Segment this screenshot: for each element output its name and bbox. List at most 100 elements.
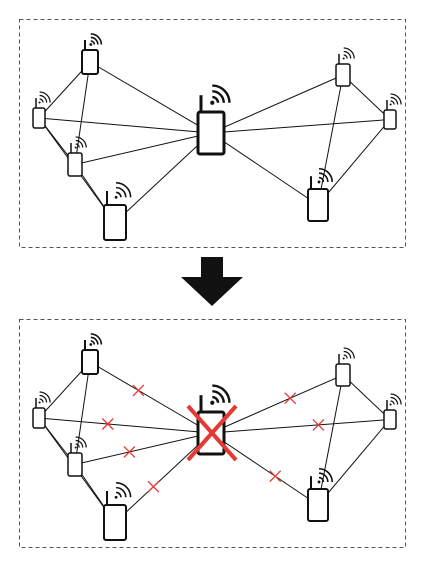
wifi-arc [116, 481, 132, 498]
wifi-arc [90, 33, 103, 45]
wifi-dot [38, 101, 41, 104]
wifi-arc [390, 396, 399, 405]
wifi-arc [90, 40, 96, 45]
wifi-arc [75, 439, 84, 448]
wifi-arc [318, 472, 329, 483]
failure-cross-stroke [186, 404, 238, 462]
link-d7-d8 [317, 419, 391, 506]
device-body [383, 109, 397, 130]
device-body [81, 49, 99, 75]
device-body [307, 488, 329, 522]
failure-cross-icon [186, 404, 238, 462]
wifi-arc [115, 191, 122, 198]
device-body [335, 363, 351, 387]
wifi-dot [89, 343, 93, 346]
link-d6-d8 [317, 374, 344, 506]
arrow-shaft [201, 257, 223, 277]
wifi-signal-icon [389, 393, 402, 406]
wifi-arc [212, 84, 231, 103]
wifi-signal-icon [317, 467, 333, 484]
link-d1-d3 [74, 361, 91, 465]
device-icon [67, 136, 87, 177]
device-icon [67, 436, 87, 477]
link-hub-d8 [210, 432, 319, 506]
device-body [81, 349, 99, 375]
link-hub-d6 [210, 374, 344, 434]
wifi-arc [390, 400, 395, 405]
wifi-dot [74, 146, 77, 149]
broken-link-stroke [269, 470, 282, 483]
wifi-arc [212, 384, 231, 403]
wifi-arc [39, 98, 44, 103]
down-arrow-icon [181, 257, 243, 306]
device-icon [196, 84, 231, 156]
panel-before [19, 19, 406, 248]
link-d1-hub [89, 361, 212, 434]
device-body [335, 63, 351, 87]
device-icon [383, 93, 402, 130]
wifi-signal-icon [114, 181, 132, 199]
broken-link-icon [284, 392, 297, 405]
wifi-dot [317, 180, 321, 184]
wifi-arc [39, 394, 48, 403]
wifi-signal-icon [389, 93, 402, 106]
wifi-signal-icon [89, 333, 103, 346]
wifi-arc [343, 47, 355, 59]
device-body [383, 409, 397, 430]
wifi-arc [75, 143, 80, 148]
wifi-arc [90, 336, 99, 345]
wifi-arc [39, 91, 51, 103]
device-body [103, 504, 127, 541]
device-body [67, 452, 83, 477]
device-icon [32, 391, 51, 429]
broken-link-icon [132, 384, 145, 397]
broken-link-stroke [123, 445, 136, 458]
wifi-signal-icon [38, 91, 51, 104]
device-body [67, 152, 83, 177]
wifi-arc [318, 172, 329, 183]
wifi-arc [75, 443, 80, 448]
wifi-signal-icon [342, 347, 355, 360]
wifi-dot [114, 195, 118, 199]
wifi-signal-icon [114, 481, 132, 499]
wifi-dot [342, 57, 345, 60]
wifi-signal-icon [210, 84, 231, 105]
wifi-arc [318, 467, 333, 483]
broken-link-stroke [284, 392, 297, 405]
device-icon [81, 33, 103, 75]
wifi-signal-icon [317, 167, 333, 184]
wifi-arc [116, 486, 127, 498]
device-icon [32, 91, 51, 129]
wifi-arc [75, 139, 84, 148]
link-d3-hub [74, 132, 212, 165]
link-d2-hub [38, 117, 212, 134]
wifi-signal-icon [74, 436, 87, 449]
wifi-arc [390, 93, 402, 105]
wifi-arc [318, 167, 333, 183]
wifi-arc [343, 54, 348, 59]
device-icon [383, 393, 402, 430]
link-d6-d7 [342, 74, 391, 120]
wifi-dot [89, 43, 93, 46]
broken-link-stroke [312, 418, 325, 431]
link-d6-d7 [342, 374, 391, 420]
wifi-dot [389, 403, 392, 406]
panel-frame [19, 319, 406, 548]
link-hub-d7 [210, 119, 391, 134]
link-d6-d8 [317, 74, 344, 206]
link-d3-hub [74, 432, 212, 465]
wifi-arc [39, 94, 48, 103]
link-d2-hub [38, 417, 212, 434]
wifi-arc [90, 36, 99, 45]
link-d7-d8 [317, 119, 391, 206]
device-icon [335, 347, 355, 387]
wifi-signal-icon [342, 47, 355, 60]
link-hub-d7 [210, 419, 391, 434]
panel-frame [19, 19, 406, 248]
link-hub-d8 [210, 132, 319, 206]
link-d4-hub [114, 132, 212, 223]
wifi-arc [343, 350, 352, 359]
wifi-dot [317, 480, 321, 484]
device-body [32, 407, 46, 429]
